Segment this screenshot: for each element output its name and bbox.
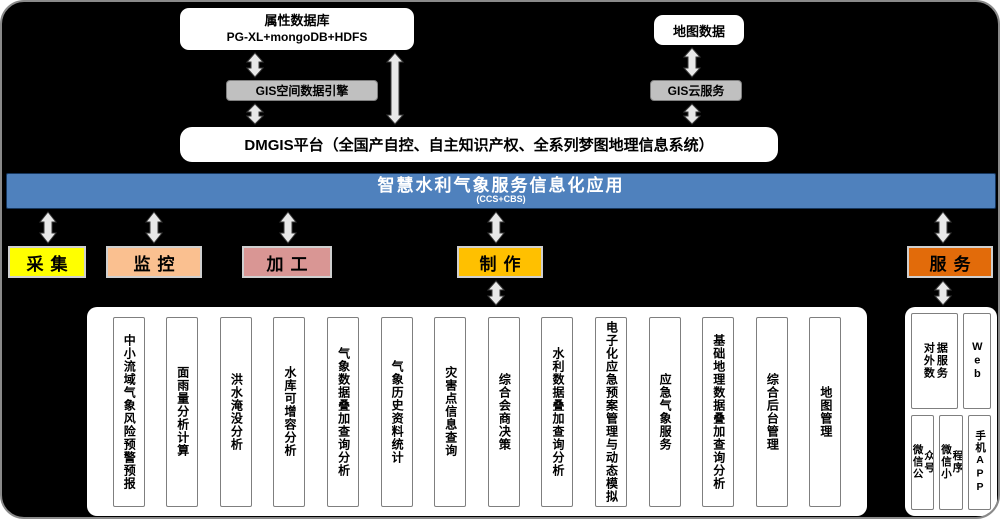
attribute-database-subtitle: PG-XL+mongoDB+HDFS bbox=[226, 29, 368, 44]
app-banner-subtitle: (CCS+CBS) bbox=[476, 194, 526, 205]
gis-cloud-service-box: GIS云服务 bbox=[650, 80, 742, 101]
function-item: 气象数据叠加查询分析 bbox=[326, 316, 359, 507]
service-item-wechat-mini: 微信小程序 bbox=[939, 414, 963, 510]
double-arrow-icon bbox=[246, 103, 264, 125]
function-item-label: 水利数据叠加查询分析 bbox=[550, 346, 565, 477]
function-item: 中小流域气象风险预警预报 bbox=[112, 316, 145, 507]
function-item-label: 气象数据叠加查询分析 bbox=[336, 346, 351, 477]
service-item-mobile-app: 手机APP bbox=[967, 414, 991, 510]
dmgis-platform-bar: DMGIS平台（全国产自控、自主知识产权、全系列梦图地理信息系统） bbox=[180, 127, 778, 162]
service-channels-top-row: 对外数据服务 Web bbox=[911, 313, 991, 409]
service-item-external-data: 对外数据服务 bbox=[911, 313, 958, 409]
service-item-web: Web bbox=[962, 313, 991, 409]
function-item-label: 气象历史资料统计 bbox=[390, 359, 405, 464]
function-item: 地图管理 bbox=[809, 316, 842, 507]
attribute-database-title: 属性数据库 bbox=[264, 13, 330, 29]
function-item-label: 综合会商决策 bbox=[497, 372, 512, 451]
stage-collection: 采集 bbox=[8, 246, 86, 278]
function-item-label: 洪水淹没分析 bbox=[229, 372, 244, 451]
stage-service-label: 服务 bbox=[929, 254, 978, 274]
stage-production: 制作 bbox=[457, 246, 543, 278]
gis-spatial-engine-box: GIS空间数据引擎 bbox=[226, 80, 378, 101]
function-item: 综合会商决策 bbox=[487, 316, 520, 507]
function-item-label: 基础地理数据叠加查询分析 bbox=[711, 333, 726, 490]
function-item: 气象历史资料统计 bbox=[380, 316, 413, 507]
double-arrow-icon bbox=[145, 211, 163, 244]
double-arrow-icon bbox=[683, 103, 701, 125]
function-item-label: 应急气象服务 bbox=[658, 372, 673, 451]
double-arrow-icon bbox=[39, 211, 57, 244]
attribute-database-box: 属性数据库 PG-XL+mongoDB+HDFS bbox=[180, 8, 414, 50]
service-item-label: 微信公众号 bbox=[911, 444, 935, 481]
function-item: 洪水淹没分析 bbox=[219, 316, 252, 507]
double-arrow-icon bbox=[934, 211, 952, 244]
service-item-label: 对外数据服务 bbox=[922, 342, 948, 380]
map-data-box: 地图数据 bbox=[654, 15, 744, 45]
stage-production-label: 制作 bbox=[479, 254, 528, 274]
function-item: 面雨量分析计算 bbox=[166, 316, 199, 507]
function-item-label: 地图管理 bbox=[818, 385, 833, 438]
double-arrow-icon bbox=[386, 52, 404, 125]
double-arrow-icon bbox=[246, 52, 264, 78]
function-item: 综合后台管理 bbox=[755, 316, 788, 507]
service-item-label: Web bbox=[971, 340, 984, 382]
double-arrow-icon bbox=[934, 280, 952, 306]
service-item-label: 微信小程序 bbox=[940, 444, 963, 481]
stage-collection-label: 采集 bbox=[26, 254, 75, 274]
function-item-label: 电子化应急预案管理与动态模拟 bbox=[604, 320, 619, 503]
function-item-label: 水库可增容分析 bbox=[282, 366, 297, 457]
stage-service: 服务 bbox=[907, 246, 993, 278]
service-item-label: 手机APP bbox=[974, 430, 987, 495]
function-item-label: 面雨量分析计算 bbox=[175, 366, 190, 457]
app-banner: 智慧水利气象服务信息化应用 (CCS+CBS) bbox=[6, 173, 996, 209]
function-item-label: 综合后台管理 bbox=[765, 372, 780, 451]
stage-monitoring: 监控 bbox=[106, 246, 202, 278]
function-item: 灾害点信息查询 bbox=[434, 316, 467, 507]
function-item-label: 中小流域气象风险预警预报 bbox=[122, 333, 137, 490]
app-banner-title: 智慧水利气象服务信息化应用 bbox=[377, 175, 625, 195]
service-item-wechat-official: 微信公众号 bbox=[911, 414, 935, 510]
functions-panel: 中小流域气象风险预警预报 面雨量分析计算 洪水淹没分析 水库可增容分析 气象数据… bbox=[87, 307, 867, 516]
service-channels-panel: 对外数据服务 Web 微信公众号 微信小程序 手机APP bbox=[905, 307, 997, 516]
function-item-label: 灾害点信息查询 bbox=[443, 366, 458, 457]
function-item: 应急气象服务 bbox=[648, 316, 681, 507]
double-arrow-icon bbox=[683, 47, 701, 78]
service-channels-bottom-row: 微信公众号 微信小程序 手机APP bbox=[911, 414, 991, 510]
double-arrow-icon bbox=[487, 211, 505, 244]
stage-processing: 加工 bbox=[242, 246, 332, 278]
stage-monitoring-label: 监控 bbox=[133, 254, 182, 274]
stage-processing-label: 加工 bbox=[266, 254, 315, 274]
function-item: 水库可增容分析 bbox=[273, 316, 306, 507]
function-item: 电子化应急预案管理与动态模拟 bbox=[594, 316, 627, 507]
function-item: 水利数据叠加查询分析 bbox=[541, 316, 574, 507]
double-arrow-icon bbox=[279, 211, 297, 244]
double-arrow-icon bbox=[487, 280, 505, 306]
function-item: 基础地理数据叠加查询分析 bbox=[702, 316, 735, 507]
